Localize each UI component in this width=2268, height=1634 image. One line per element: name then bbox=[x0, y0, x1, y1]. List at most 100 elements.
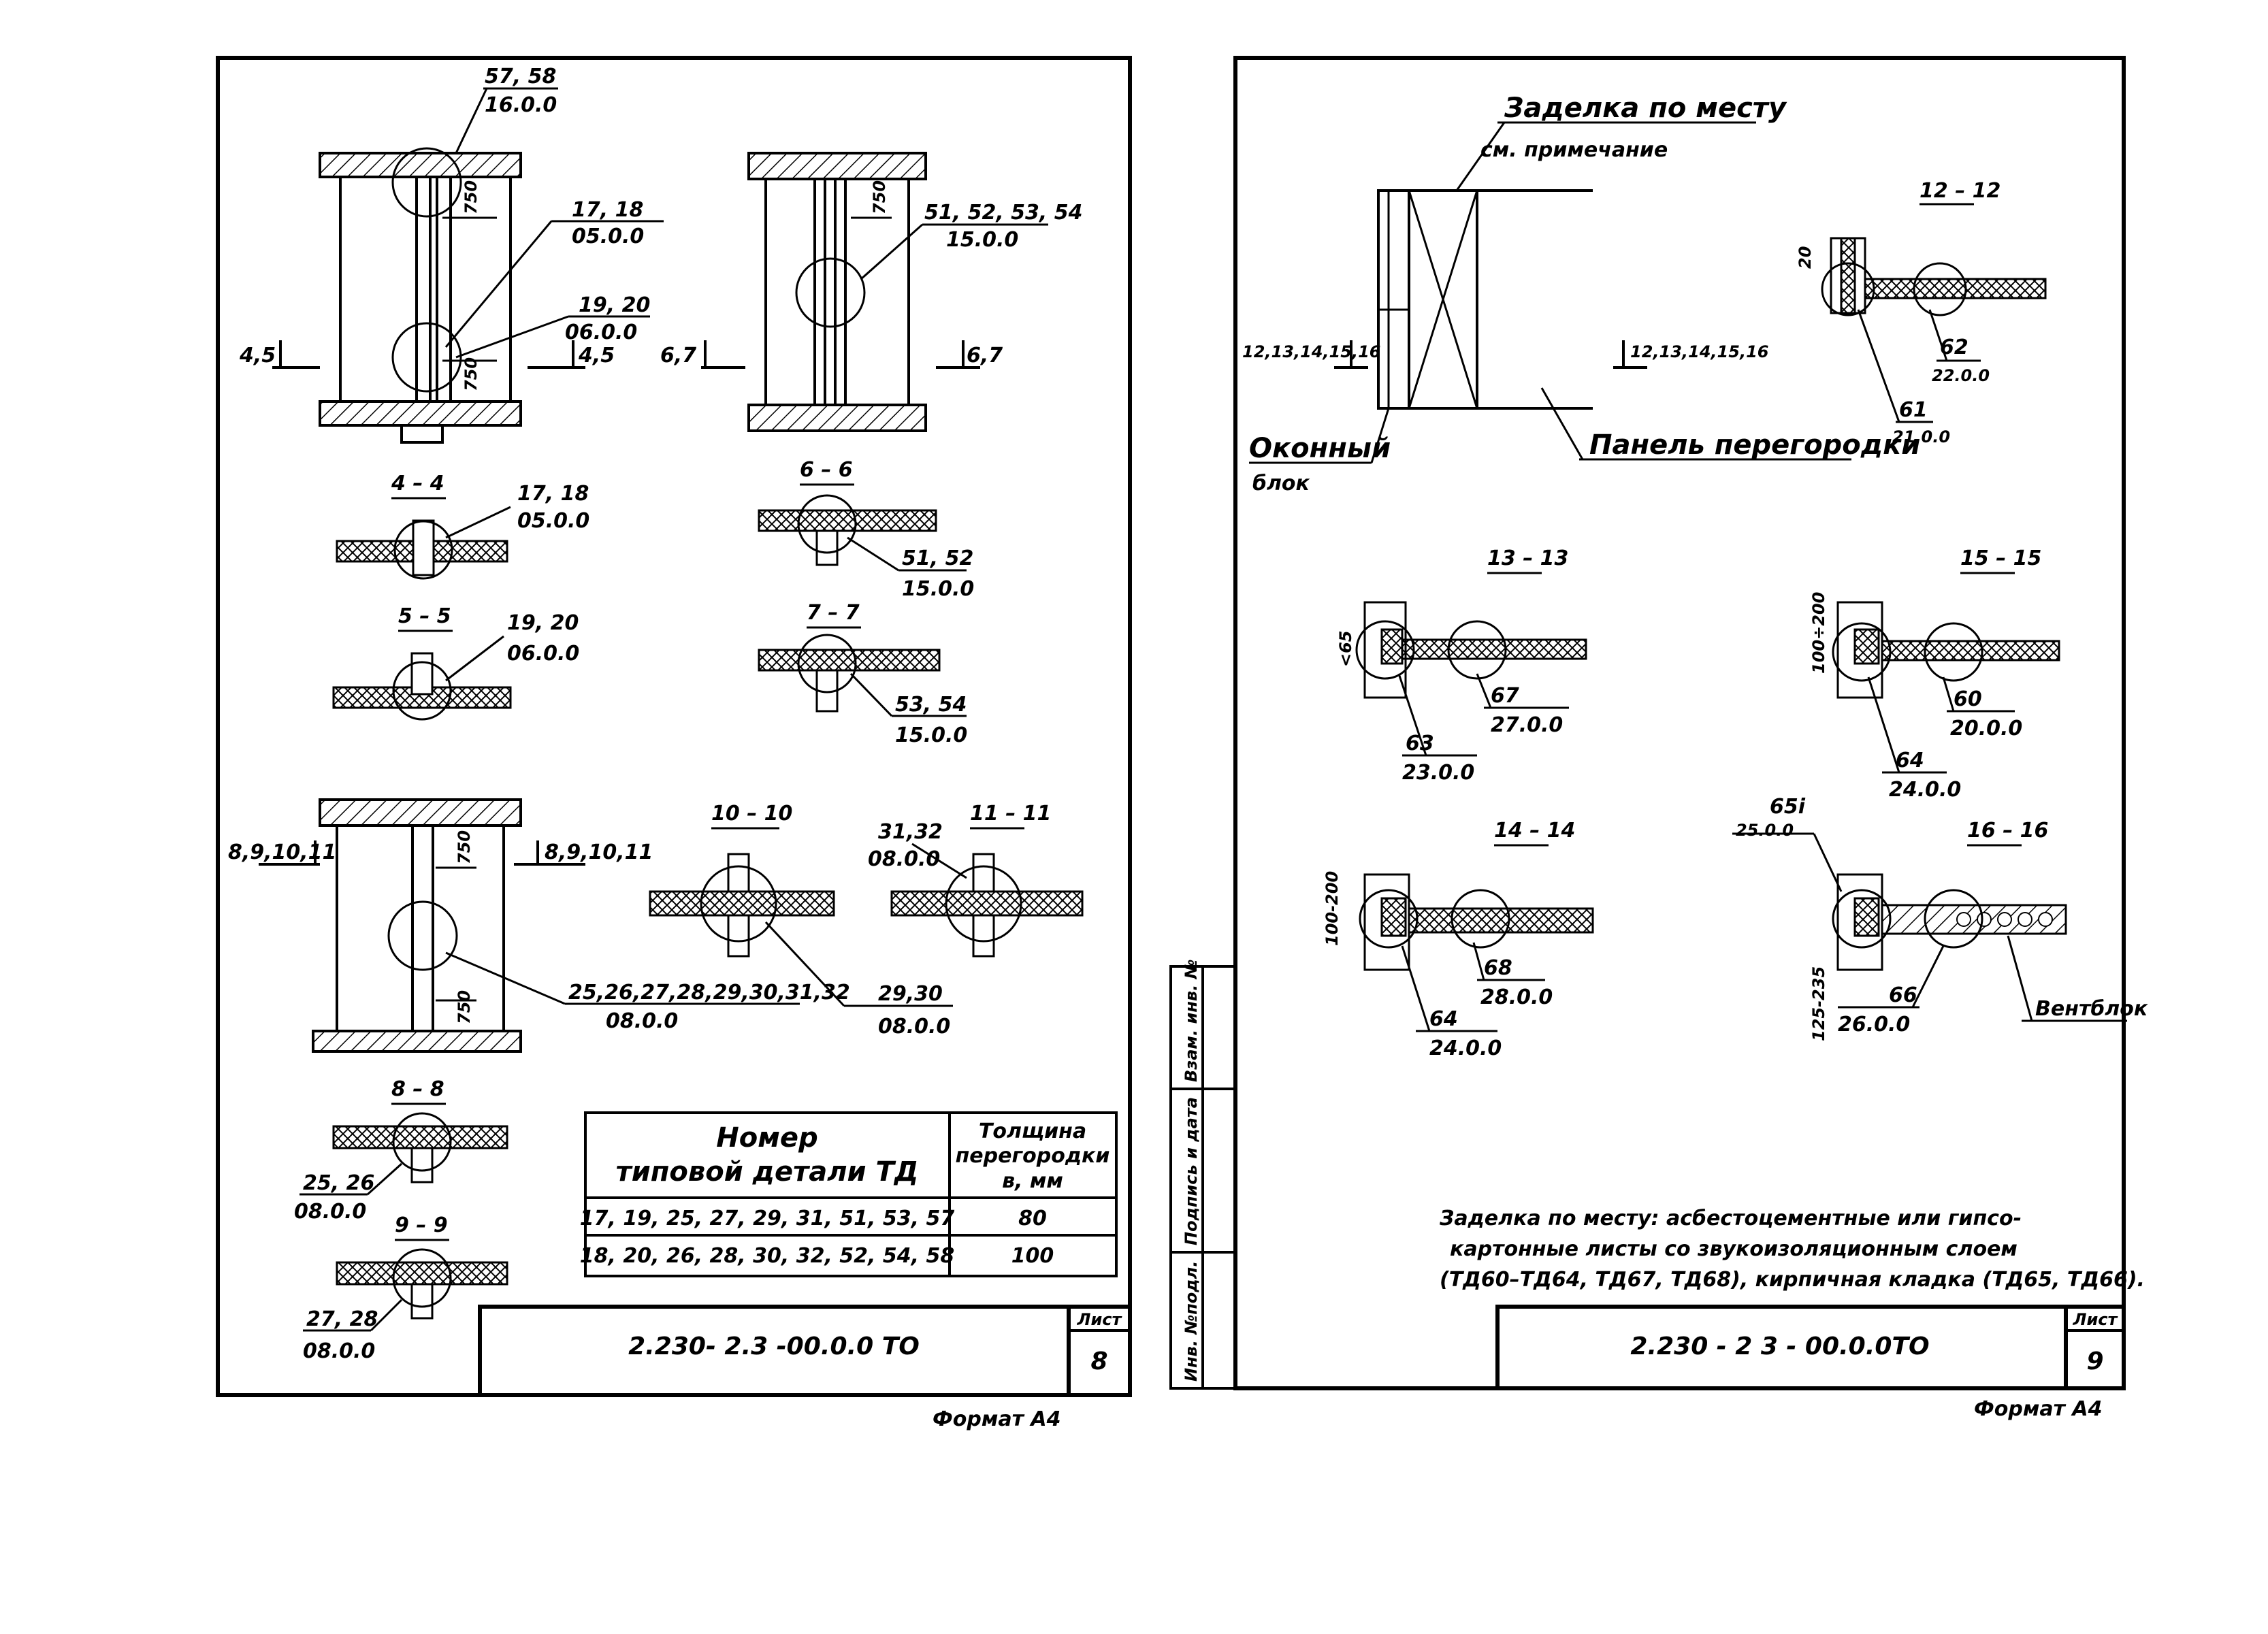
callout-25-32: 25,26,27,28,29,30,31,32 bbox=[568, 981, 850, 1004]
table-head-col2-line1: Толщина bbox=[979, 1120, 1086, 1143]
section-14-14-dim: 100-200 bbox=[1323, 871, 1342, 946]
table-row-1-thickness: 80 bbox=[1018, 1207, 1047, 1230]
section-8-8-code: 08.0.0 bbox=[294, 1200, 366, 1224]
callout-51-54: 51, 52, 53, 54 bbox=[924, 201, 1083, 225]
section-10-10-title: 10 – 10 bbox=[711, 802, 792, 826]
section-6-6-code: 15.0.0 bbox=[902, 577, 974, 601]
section-14-14: 14 – 14 100-200 68 28.0.0 64 24.0.0 bbox=[1323, 819, 1594, 1060]
dim-750-m1: 750 bbox=[455, 830, 474, 864]
section-13-13-dim: <65 bbox=[1336, 630, 1355, 667]
dim-750-bottom: 750 bbox=[461, 357, 481, 391]
stamp-inv-no: Инв. №подл. bbox=[1182, 1261, 1201, 1382]
sheet-label-left: Лист bbox=[1077, 1310, 1123, 1329]
section-5-5-num: 19, 20 bbox=[507, 611, 579, 635]
cut-12-16-right: 12,13,14,15,16 bbox=[1630, 342, 1768, 361]
section-15-15-dim: 100÷200 bbox=[1809, 592, 1828, 674]
note-line-3: (ТД60–ТД64, ТД67, ТД68), кирпичная кладк… bbox=[1440, 1268, 2145, 1292]
section-12-12: 12 – 12 20 62 22.0.0 61 21.0.0 bbox=[1796, 179, 2047, 446]
dim-750-m2: 750 bbox=[455, 990, 474, 1024]
section-12-12-c1: 22.0.0 bbox=[1932, 366, 1990, 385]
section-11-11-num: 31,32 bbox=[878, 820, 943, 844]
section-8-8-num: 25, 26 bbox=[303, 1171, 374, 1195]
format-label-right: Формат А4 bbox=[1974, 1397, 2103, 1421]
table-head-col2-line2: перегородки bbox=[956, 1144, 1110, 1168]
section-16-16-c1: 25.0.0 bbox=[1736, 821, 1794, 840]
section-14-14-title: 14 – 14 bbox=[1494, 819, 1575, 843]
section-9-9-num: 27, 28 bbox=[306, 1307, 378, 1331]
callout-19-20-code: 06.0.0 bbox=[565, 321, 637, 344]
side-stamp: Инв. №подл. Подпись и дата Взам. инв. № bbox=[1169, 960, 1237, 1390]
table-row-2-parts: 18, 20, 26, 28, 30, 32, 52, 54, 58 bbox=[580, 1244, 954, 1268]
section-15-15-c2: 24.0.0 bbox=[1889, 778, 1961, 802]
section-13-13-n1: 67 bbox=[1491, 684, 1519, 708]
stamp-replace-inv: Взам. инв. № bbox=[1182, 960, 1201, 1082]
callout-51-54-code: 15.0.0 bbox=[946, 228, 1018, 252]
section-9-9-title: 9 – 9 bbox=[395, 1213, 448, 1237]
section-15-15-n2: 64 bbox=[1896, 749, 1924, 772]
format-label-left: Формат А4 bbox=[933, 1407, 1061, 1431]
section-7-7-num: 53, 54 bbox=[895, 693, 967, 717]
doc-code-right: 2.230 - 2 3 - 00.0.0ТО bbox=[1630, 1333, 1929, 1360]
dim-750-top: 750 bbox=[461, 180, 481, 214]
section-5-5-code: 06.0.0 bbox=[507, 642, 579, 666]
section-10-10-code: 08.0.0 bbox=[878, 1015, 950, 1039]
section-15-15-title: 15 – 15 bbox=[1960, 546, 2041, 570]
window-callout-line2: блок bbox=[1252, 472, 1310, 495]
title-block-left: 2.230- 2.3 -00.0.0 ТО Лист 8 bbox=[478, 1305, 1132, 1397]
section-4-4-num: 17, 18 bbox=[517, 482, 589, 506]
sheet-number-right: 9 bbox=[2086, 1347, 2103, 1375]
doc-code-left: 2.230- 2.3 -00.0.0 ТО bbox=[628, 1333, 920, 1360]
section-6-6-title: 6 – 6 bbox=[800, 458, 853, 482]
callout-19-20: 19, 20 bbox=[579, 293, 650, 317]
section-14-14-c1: 28.0.0 bbox=[1480, 985, 1553, 1009]
section-7-7: 7 – 7 53, 54 15.0.0 bbox=[758, 601, 967, 747]
section-11-11-code: 08.0.0 bbox=[868, 847, 940, 871]
section-11-11-title: 11 – 11 bbox=[970, 802, 1051, 826]
title-block-right: 2.230 - 2 3 - 00.0.0ТО Лист 9 bbox=[1495, 1305, 2126, 1390]
window-callout-line1: Оконный bbox=[1249, 433, 1391, 464]
section-6-6-num: 51, 52 bbox=[902, 546, 973, 570]
ventblock-callout: Вентблок bbox=[2035, 997, 2148, 1021]
section-16-16-dim: 125-235 bbox=[1809, 966, 1828, 1041]
callout-57-58: 57, 58 bbox=[485, 65, 556, 88]
section-5-5-title: 5 – 5 bbox=[398, 604, 451, 628]
section-12-12-n1: 62 bbox=[1940, 336, 1969, 359]
section-11-11: 11 – 11 31,32 08.0.0 bbox=[868, 802, 1084, 958]
section-13-13-n2: 63 bbox=[1406, 732, 1434, 755]
section-8-8-title: 8 – 8 bbox=[391, 1077, 444, 1101]
section-13-13: 13 – 13 <65 67 27.0.0 63 23.0.0 bbox=[1336, 546, 1587, 785]
window-panel-elevation: Заделка по месту см. примечание 12,13,14… bbox=[1242, 93, 1920, 495]
section-12-12-dim: 20 bbox=[1796, 246, 1815, 269]
elevation-detail-1: 750 750 57, 58 16.0.0 17, 18 05.0.0 19, … bbox=[239, 65, 664, 444]
cut-8-11-right: 8,9,10,11 bbox=[545, 840, 653, 864]
section-4-4-code: 05.0.0 bbox=[517, 509, 589, 533]
section-9-9-code: 08.0.0 bbox=[303, 1339, 375, 1363]
cut-12-16-left: 12,13,14,15,16 bbox=[1242, 342, 1380, 361]
section-12-12-title: 12 – 12 bbox=[1919, 179, 2000, 203]
callout-17-18: 17, 18 bbox=[572, 198, 643, 222]
section-10-10: 10 – 10 29,30 08.0.0 bbox=[649, 802, 953, 1039]
section-6-6: 6 – 6 51, 52 15.0.0 bbox=[758, 458, 974, 601]
callout-25-32-code: 08.0.0 bbox=[606, 1009, 678, 1033]
section-4-4: 4 – 4 17, 18 05.0.0 bbox=[336, 472, 589, 580]
table-head-col2-line3: в, мм bbox=[1002, 1169, 1063, 1193]
section-15-15-n1: 60 bbox=[1954, 687, 1982, 711]
callout-17-18-code: 05.0.0 bbox=[572, 225, 644, 248]
section-5-5: 5 – 5 19, 20 06.0.0 bbox=[332, 604, 579, 721]
panel-callout: Панель перегородки bbox=[1589, 429, 1920, 461]
sheet-right: Инв. №подл. Подпись и дата Взам. инв. № … bbox=[1169, 56, 2148, 1421]
note-line-2: картонные листы со звукоизоляционным сло… bbox=[1450, 1237, 2018, 1261]
section-10-10-num: 29,30 bbox=[878, 982, 943, 1006]
section-14-14-n2: 64 bbox=[1429, 1007, 1458, 1031]
cut-8-11-left: 8,9,10,11 bbox=[228, 840, 336, 864]
embed-callout-line2: см. примечание bbox=[1480, 138, 1668, 162]
elevation-detail-3: 750 750 25,26,27,28,29,30,31,32 08.0.0 8… bbox=[228, 798, 850, 1053]
section-13-13-title: 13 – 13 bbox=[1487, 546, 1568, 570]
section-12-12-c2: 21.0.0 bbox=[1892, 427, 1950, 446]
section-16-16-c2: 26.0.0 bbox=[1838, 1013, 1910, 1036]
section-9-9: 9 – 9 27, 28 08.0.0 bbox=[303, 1213, 508, 1363]
stamp-sign-date: Подпись и дата bbox=[1182, 1097, 1201, 1245]
cut-6-7-right: 6,7 bbox=[967, 344, 1003, 367]
sheet-left: 750 750 57, 58 16.0.0 17, 18 05.0.0 19, … bbox=[216, 56, 1132, 1431]
